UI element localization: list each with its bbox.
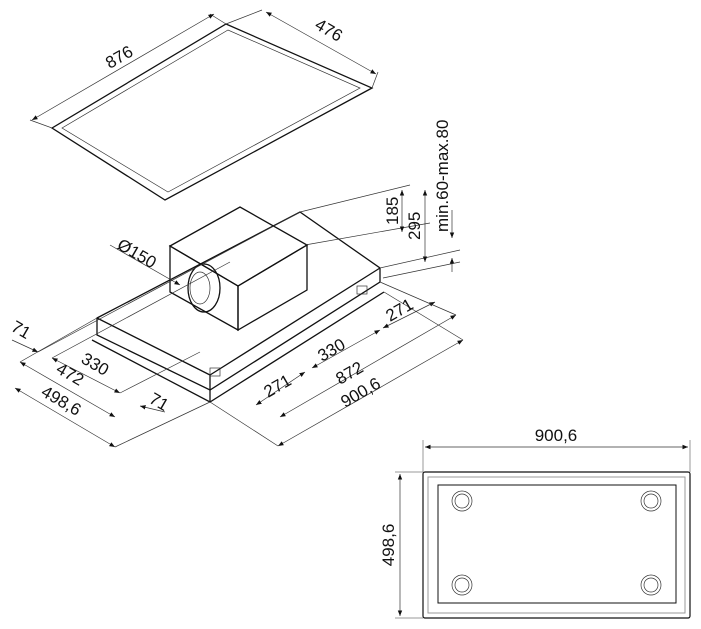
dim-71-a-label: 71 bbox=[8, 317, 34, 343]
dim-295-label: 295 bbox=[405, 212, 424, 240]
length-dimensions: 271 330 271 872 900,6 bbox=[209, 281, 464, 447]
dim-line-476 bbox=[265, 11, 377, 75]
dim-271-b-label: 271 bbox=[383, 295, 417, 326]
dim-876-label: 876 bbox=[102, 42, 136, 73]
filter-circles bbox=[451, 490, 662, 596]
dim-duct-label: Ø150 bbox=[114, 235, 160, 272]
dim-71-b-label: 71 bbox=[146, 389, 172, 415]
dim-185-label: 185 bbox=[383, 197, 402, 225]
bottom-length-label: 900,6 bbox=[535, 426, 578, 445]
dim-recess-label: min.60-max.80 bbox=[433, 120, 452, 232]
dim-330-right-label: 330 bbox=[315, 335, 349, 366]
dim-line-876 bbox=[31, 13, 215, 121]
height-dimensions: 185 295 min.60-max.80 bbox=[299, 120, 461, 279]
bottom-view: 900,6 498,6 bbox=[379, 426, 691, 619]
dim-271-a-label: 271 bbox=[261, 371, 295, 402]
width-dimensions: 71 330 472 498,6 71 bbox=[8, 211, 301, 448]
ceiling-panel: 876 476 bbox=[29, 9, 379, 201]
bottom-width-label: 498,6 bbox=[379, 524, 398, 567]
